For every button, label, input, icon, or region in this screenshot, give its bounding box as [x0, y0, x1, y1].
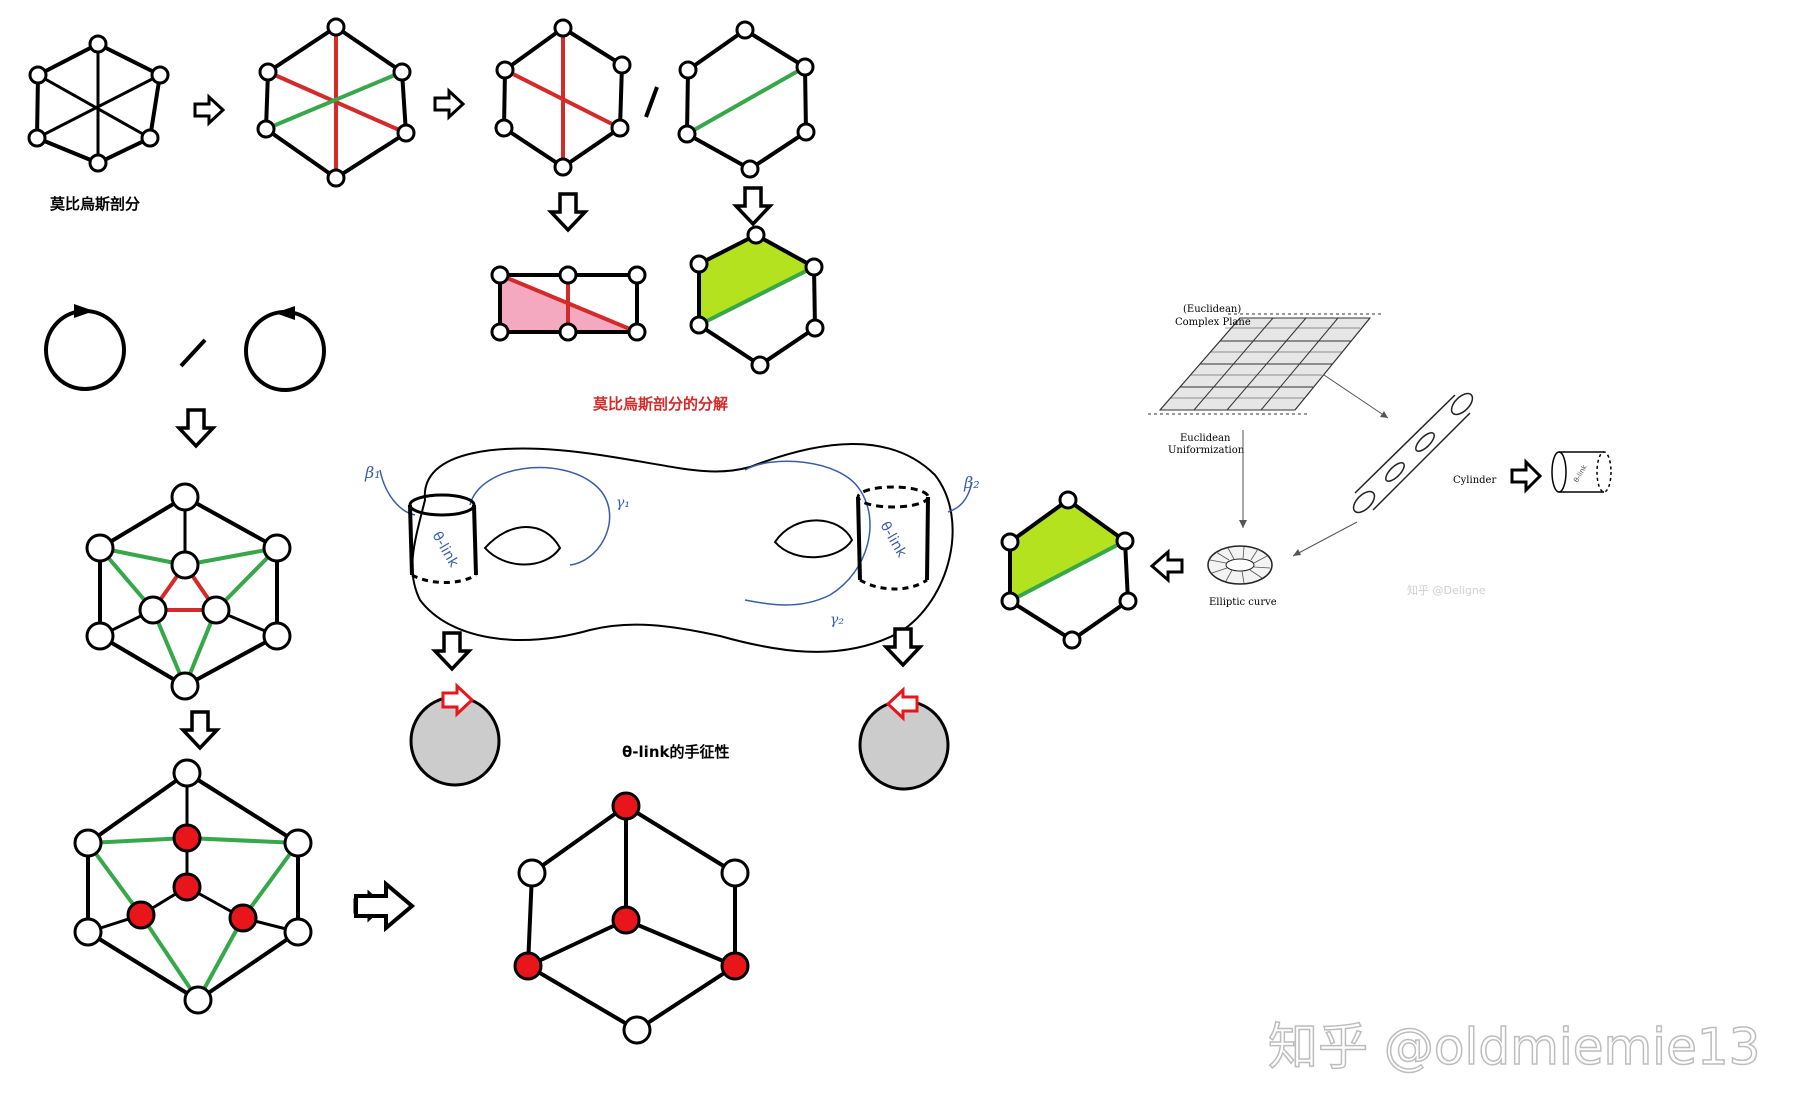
arrow-down-icon	[549, 192, 587, 232]
small-cylinder: θ-link	[1551, 451, 1612, 493]
cylinder-hexagon-right	[1000, 490, 1138, 650]
arrow-left-icon	[1149, 548, 1184, 584]
mobius-triangulation-hexagon	[27, 34, 170, 173]
plane-label-2: Complex Plane	[1175, 317, 1251, 328]
elliptic-curve-label: Elliptic curve	[1209, 597, 1277, 608]
elliptic-curve-torus	[1207, 545, 1273, 585]
oriented-circle-left	[44, 304, 126, 391]
beta1-label: β₁	[364, 463, 381, 482]
theta-link-chirality-label: θ-link的手征性	[622, 743, 729, 761]
mobius-decomposition-label: 莫比烏斯剖分的分解	[593, 395, 728, 413]
uniformization-label-1: Euclidean	[1180, 433, 1231, 444]
separator-slash	[179, 338, 207, 368]
tube-cylinder	[1352, 392, 1474, 514]
gamma1-label: γ₁	[616, 495, 630, 511]
arrow-right-icon	[1510, 458, 1543, 494]
arrow-right-icon	[193, 95, 225, 125]
cylinder-label: Cylinder	[1453, 475, 1496, 486]
arrow-down-icon	[884, 627, 922, 667]
arrow-right-icon	[433, 89, 465, 119]
mobius-triangulation-label: 莫比烏斯剖分	[50, 195, 140, 213]
arrow-down-icon	[181, 710, 219, 750]
red-diagonal-hexagon	[494, 18, 632, 177]
green-diagonal-hexagon	[677, 20, 816, 179]
complex-plane-grid	[1148, 313, 1382, 415]
arrow-down-icon	[433, 631, 471, 671]
inner-watermark: 知乎 @Deligne	[1407, 583, 1486, 597]
mobius-strip-rectangle	[490, 265, 647, 342]
uniformization-label-2: Uniformization	[1168, 445, 1245, 456]
colored-diagonal-hexagon	[256, 17, 416, 188]
beta2-label: β₂	[963, 473, 980, 492]
uniformization-inset: (Euclidean) Complex Plane Euclidean Unif…	[1148, 304, 1612, 608]
separator-slash	[644, 86, 659, 118]
small-cylinder-label: θ-link	[1572, 462, 1589, 483]
theta-link-right-label: θ-link	[877, 519, 910, 561]
plane-label-1: (Euclidean)	[1183, 304, 1241, 315]
cube-graph	[513, 791, 750, 1045]
hexagon-with-red-y	[73, 758, 313, 1015]
theta-link-left-label: θ-link	[429, 529, 462, 571]
chirality-disc-right	[858, 686, 950, 791]
gamma2-label: γ₂	[830, 612, 844, 628]
arrow-down-icon	[734, 186, 772, 226]
cylinder-hexagon-lime	[689, 225, 825, 375]
arrow-down-icon	[177, 408, 215, 448]
genus-two-surface: θ-link θ-link β₁ β₂ γ₁ γ₂	[364, 443, 980, 653]
watermark: 知乎 @oldmiemie13	[1268, 1018, 1760, 1076]
big-arrow-right-icon	[354, 879, 416, 933]
chirality-disc-left	[409, 682, 501, 787]
oriented-circle-right	[244, 306, 326, 392]
hexagon-with-inner-triangle	[85, 482, 292, 701]
